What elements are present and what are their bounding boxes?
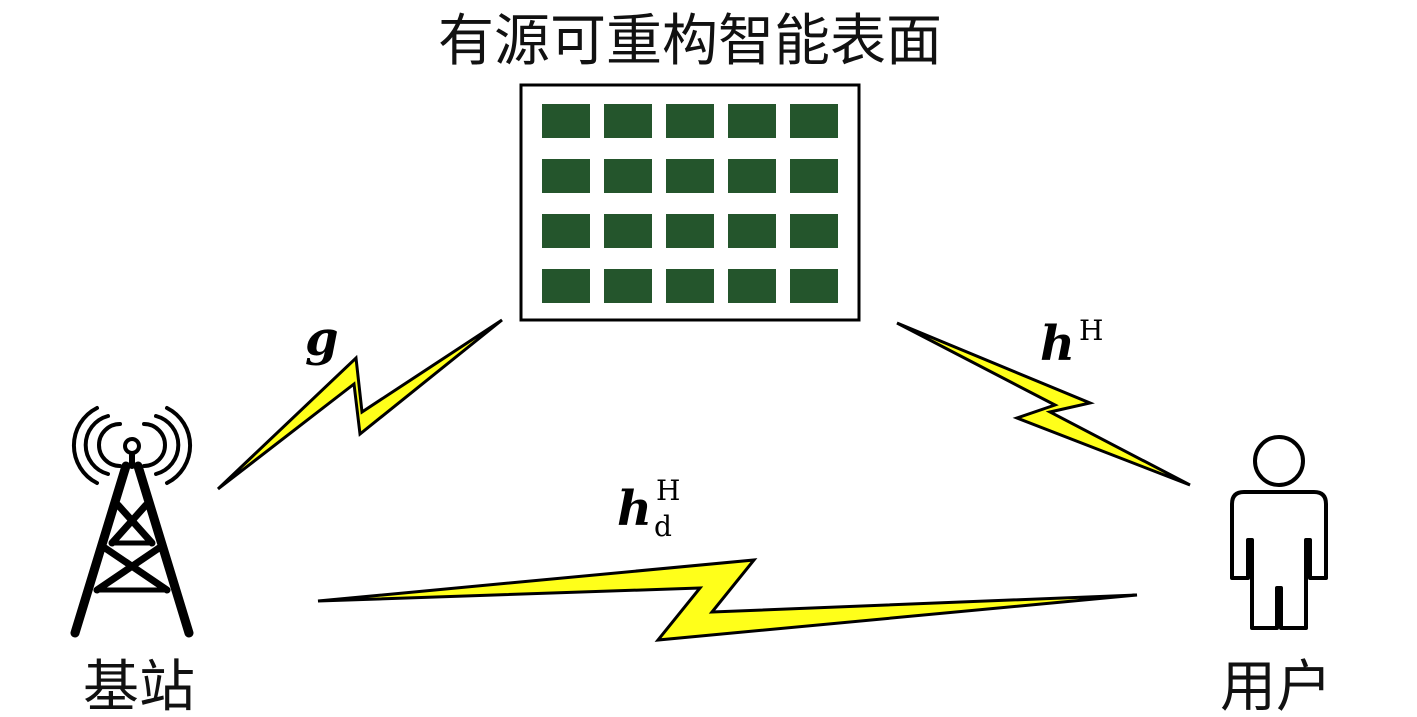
user-label: 用户 (1220, 655, 1332, 717)
link-ris-user (896, 321, 1191, 487)
ris-element (666, 269, 714, 303)
ris-element (542, 269, 590, 303)
ris-element (604, 214, 652, 248)
ris-element (604, 104, 652, 138)
ris-element-grid (542, 104, 838, 303)
ris-element (790, 214, 838, 248)
ris-element (666, 104, 714, 138)
ris-element (604, 159, 652, 193)
ris-element (790, 159, 838, 193)
channel-label-hd-subscript: d (654, 510, 672, 543)
ris-element (728, 214, 776, 248)
ris-element (542, 214, 590, 248)
ris-element (666, 214, 714, 248)
ris-element (542, 159, 590, 193)
ris-element (728, 104, 776, 138)
ris-element (728, 269, 776, 303)
link-bs-user (317, 558, 1138, 642)
ris-element (604, 269, 652, 303)
base-station-label: 基站 (83, 655, 195, 717)
ris-element (542, 104, 590, 138)
channel-label-h-superscript: H (1079, 314, 1103, 347)
person-icon (1230, 435, 1328, 630)
channel-label-hd: h (617, 481, 652, 537)
channel-label-hd-superscript: H (656, 474, 680, 507)
channel-label-h: h (1040, 316, 1075, 372)
ris-element (790, 269, 838, 303)
diagram-title: 有源可重构智能表面 (438, 9, 942, 74)
ris-element (666, 159, 714, 193)
link-bs-ris (216, 318, 503, 491)
ris-element (790, 104, 838, 138)
channel-label-g: g (305, 311, 339, 367)
cell-tower-icon (70, 406, 194, 638)
ris-element (728, 159, 776, 193)
ris-panel (519, 83, 861, 322)
